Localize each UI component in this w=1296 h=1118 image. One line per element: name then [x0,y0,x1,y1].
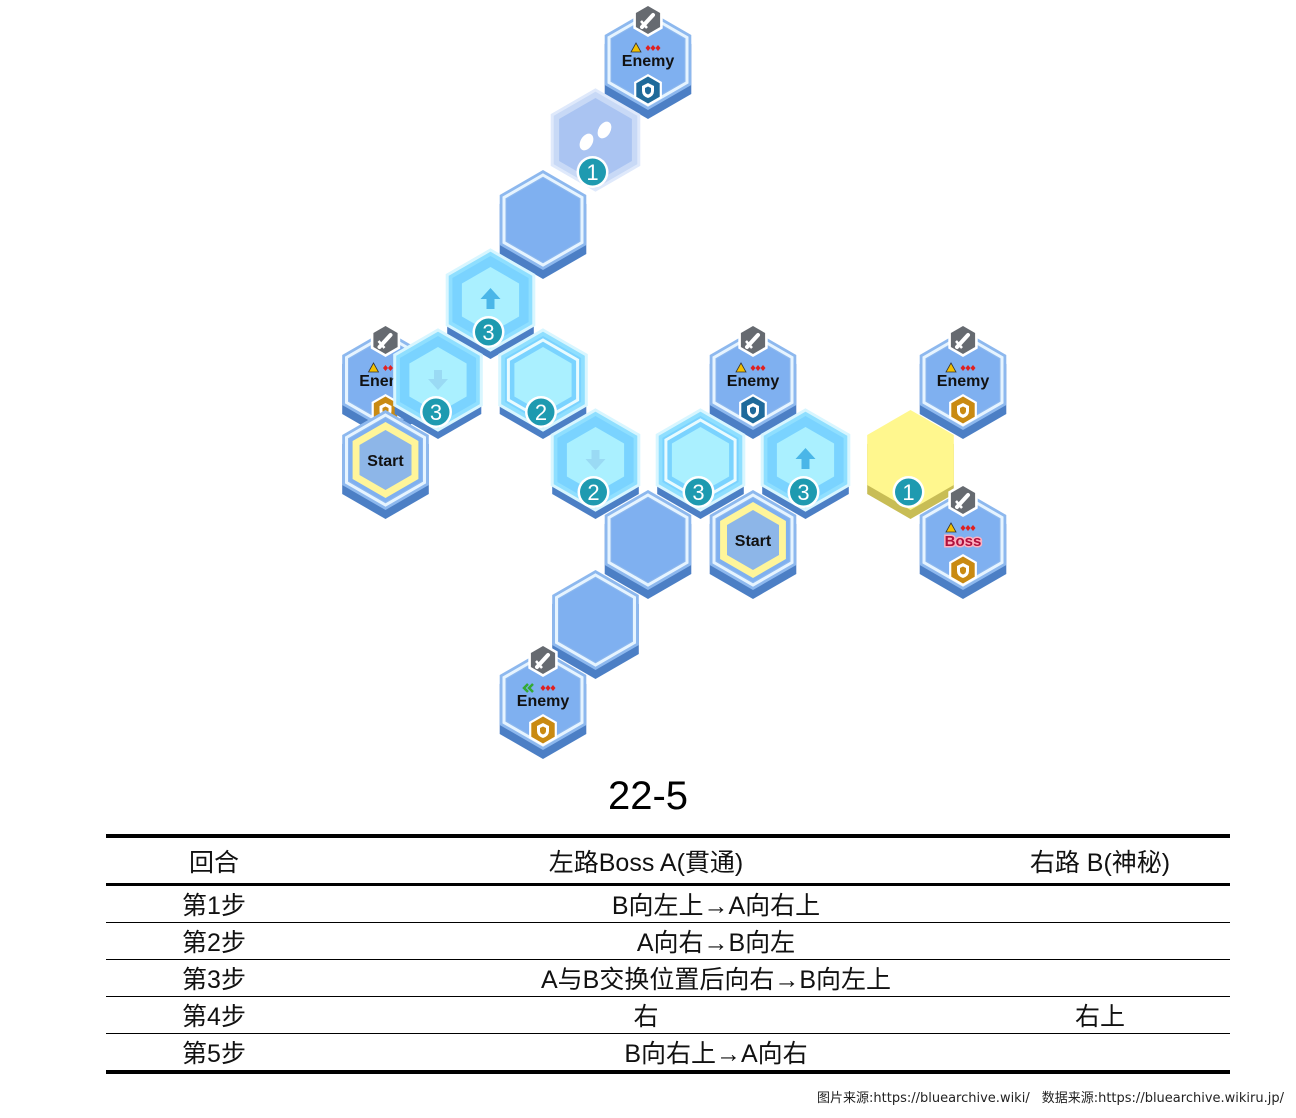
header-right-route: 右路 B(神秘) [970,836,1230,886]
step-label: 第5步 [106,1033,322,1073]
arrow-down-icon [585,450,606,470]
enemy-label: Enemy [622,53,675,70]
map-tile-enemy[interactable]: Enemy [709,323,797,439]
table-row: 第3步 A与B交换位置后向右→B向左上 [106,959,1230,997]
difficulty-icon [630,42,661,53]
step-instruction: A向右→B向左 [322,922,1230,960]
step-instruction: A与B交换位置后向右→B向左上 [322,959,1230,997]
svg-text:1: 1 [902,480,914,505]
difficulty-icon [735,362,766,373]
step-instruction: B向左上→A向右上 [322,884,1230,923]
map-tile-arrow-down[interactable]: 2 [550,408,641,519]
map-tile-start[interactable]: Start [342,410,429,519]
step-count-badge: 2 [577,476,610,508]
map-tile-arrow-down[interactable]: 3 [393,328,483,439]
step-label: 第4步 [106,996,322,1034]
map-tile-arrow-up[interactable]: 3 [760,408,851,519]
difficulty-icon [522,683,556,693]
map-tile-boss[interactable]: Boss [919,483,1007,599]
step-label: 第2步 [106,922,322,960]
step-label: 第1步 [106,884,322,923]
map-tile-lift[interactable]: 3 [655,408,746,519]
shield-icon [949,554,977,586]
difficulty-icon [945,362,976,373]
svg-text:2: 2 [587,480,599,505]
image-source-link[interactable]: 图片来源:https://bluearchive.wiki/ [817,1091,1030,1106]
map-tile-lift[interactable]: 2 [498,328,588,439]
shield-icon [739,394,767,426]
stage-title: 22-5 [607,774,689,818]
step-count-badge: 3 [420,396,452,428]
map-tile-start[interactable]: Start [709,490,797,599]
shield-icon [949,394,977,426]
step-count-badge: 1 [892,476,925,508]
map-tile-plain[interactable] [499,170,587,279]
svg-text:3: 3 [797,480,809,505]
table-row: 第2步 A向右→B向左 [106,922,1230,960]
step-count-badge: 3 [472,316,505,348]
start-label: Start [367,453,404,470]
map-tile-plain[interactable] [604,490,692,599]
sword-icon [528,643,558,677]
enemy-label: Enemy [517,693,570,710]
map-tile-footprint[interactable]: 1 [550,88,641,192]
table-row: 第1步 B向左上→A向右上 [106,884,1230,923]
map-tile-yellow[interactable]: 1 [867,410,954,519]
svg-text:1: 1 [586,160,598,185]
step-instruction: B向右上→A向右 [322,1033,1230,1073]
map-tile-plain[interactable] [552,570,639,679]
table-row: 第4步 右 右上 [106,996,1230,1034]
header-left-route: 左路Boss A(貫通) [322,836,970,886]
shield-icon [529,714,557,746]
svg-text:2: 2 [535,400,547,425]
svg-text:3: 3 [430,400,442,425]
step-count-badge: 2 [525,396,557,428]
arrow-down-icon [428,370,448,390]
difficulty-icon [367,362,398,373]
step-count-badge: 1 [576,156,609,188]
step-right-instruction: 右上 [970,996,1230,1034]
svg-text:3: 3 [482,320,494,345]
step-count-badge: 3 [787,476,820,508]
sword-icon [370,323,401,357]
step-label: 第3步 [106,959,322,997]
table-row: 第5步 B向右上→A向右 [106,1033,1230,1073]
sword-icon [633,3,663,37]
sword-icon [948,483,978,517]
sword-icon [738,323,768,357]
enemy-label: Enemy [727,373,780,390]
start-label: Start [735,533,772,550]
shield-icon [634,74,662,106]
header-round: 回合 [106,836,322,886]
svg-text:3: 3 [692,480,704,505]
route-table: 回合 左路Boss A(貫通) 右路 B(神秘) 第1步 B向左上→A向右上 第… [106,834,1230,1074]
enemy-label: Enemy [937,373,990,390]
sword-icon [948,323,978,357]
arrow-up-icon [480,288,501,309]
difficulty-icon [945,522,976,533]
source-credit: 图片来源:https://bluearchive.wiki/数据来源:https… [805,1087,1284,1106]
boss-label: Boss [945,533,982,550]
data-source-link[interactable]: 数据来源:https://bluearchive.wikiru.jp/ [1041,1091,1284,1106]
map-tile-enemy[interactable]: Enemy [499,643,587,759]
table-header-row: 回合 左路Boss A(貫通) 右路 B(神秘) [106,836,1230,886]
map-tile-enemy[interactable]: Enemy [919,323,1007,439]
arrow-up-icon [795,448,816,469]
step-count-badge: 3 [682,476,715,508]
map-tile-enemy[interactable]: Enemy [604,3,692,119]
step-left-instruction: 右 [322,996,970,1034]
footprint-icon [579,121,612,151]
map-tile-arrow-up[interactable]: 3 [445,248,536,359]
